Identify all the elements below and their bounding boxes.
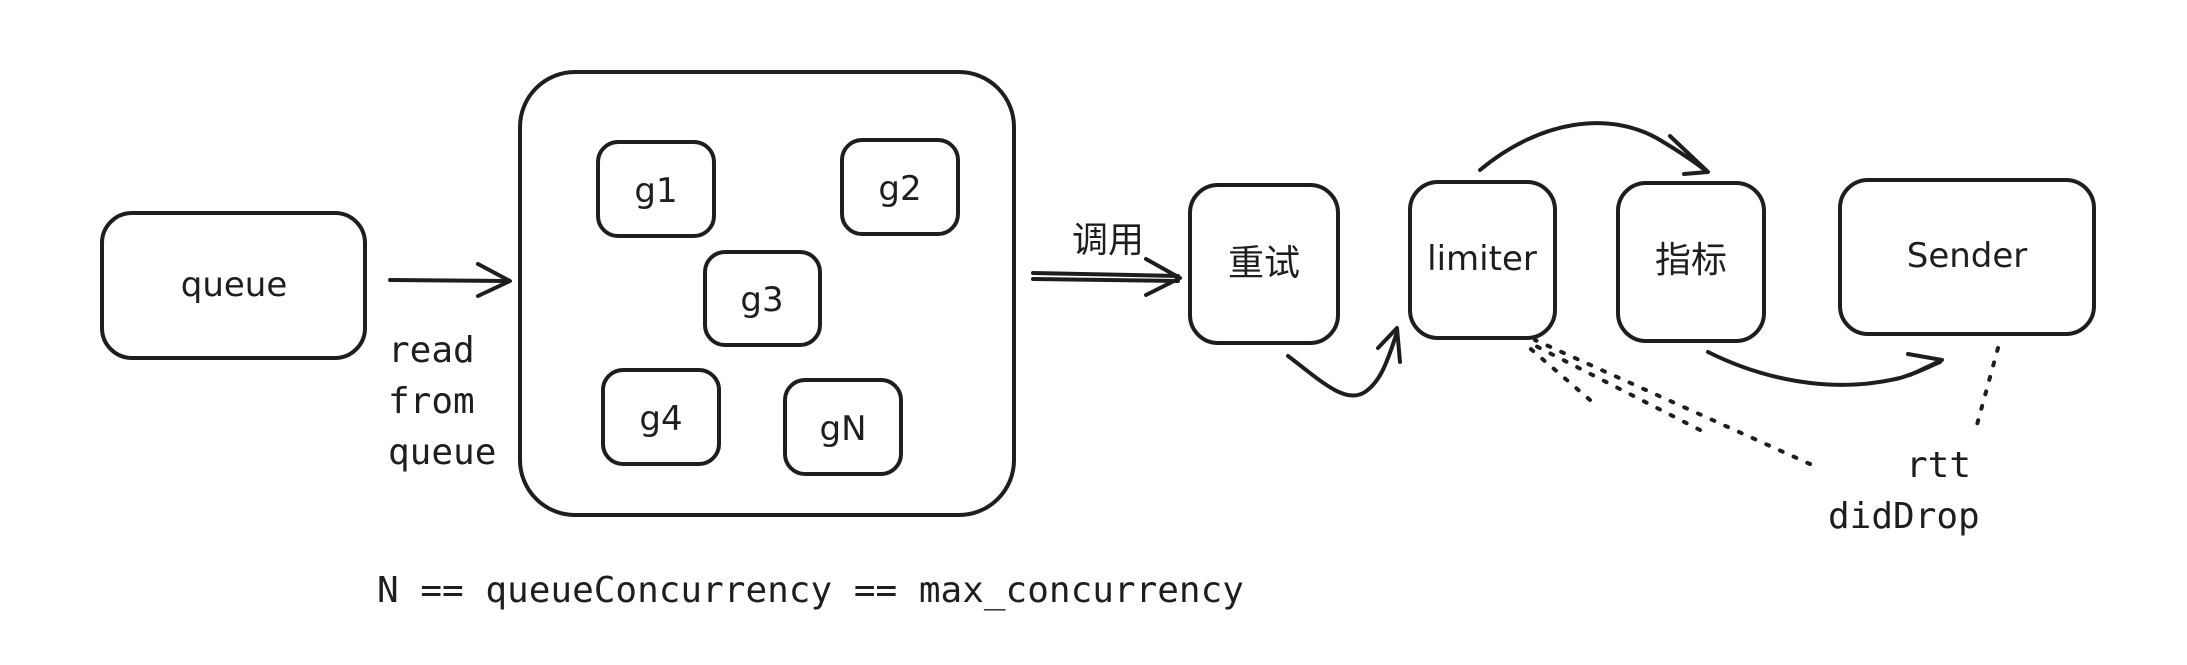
svg-text:gN: gN — [819, 409, 866, 449]
worker-g3: g3 — [703, 250, 822, 347]
rtt-label: rtt — [1906, 445, 1971, 486]
read-from-queue-label: read from queue — [388, 330, 496, 473]
svg-text:from: from — [388, 381, 475, 422]
svg-text:g3: g3 — [740, 280, 783, 320]
sender-label: Sender — [1907, 236, 2028, 276]
worker-g1: g1 — [596, 140, 716, 238]
limiter-label: limiter — [1427, 239, 1537, 279]
queue-node: queue — [100, 211, 367, 360]
queue-label: queue — [181, 265, 288, 305]
invoke-label: 调用 — [1072, 220, 1144, 261]
sender-node: Sender — [1838, 178, 2096, 336]
arrow-limiter-to-metrics — [1478, 121, 1710, 176]
worker-gN: gN — [783, 378, 903, 476]
arrow-invoke: 调用 — [1031, 220, 1182, 297]
svg-text:queue: queue — [388, 432, 496, 473]
diddrop-label: didDrop — [1828, 496, 1980, 537]
retry-node: 重试 — [1188, 183, 1340, 345]
metrics-label: 指标 — [1655, 240, 1727, 281]
arrow-retry-to-limiter — [1286, 326, 1402, 398]
svg-text:read: read — [388, 330, 475, 371]
worker-g2: g2 — [840, 138, 960, 236]
limiter-node: limiter — [1408, 180, 1557, 340]
metrics-node: 指标 — [1616, 181, 1766, 343]
arrow-metrics-to-sender — [1706, 350, 1944, 387]
worker-g4: g4 — [601, 368, 721, 466]
arrow-queue-to-pool — [388, 262, 512, 298]
retry-label: 重试 — [1228, 243, 1300, 284]
svg-text:g4: g4 — [639, 399, 682, 439]
svg-text:g2: g2 — [878, 169, 921, 209]
svg-text:g1: g1 — [634, 171, 677, 211]
concurrency-formula: N == queueConcurrency == max_concurrency — [377, 570, 1244, 611]
feedback-lines — [1523, 338, 2000, 466]
